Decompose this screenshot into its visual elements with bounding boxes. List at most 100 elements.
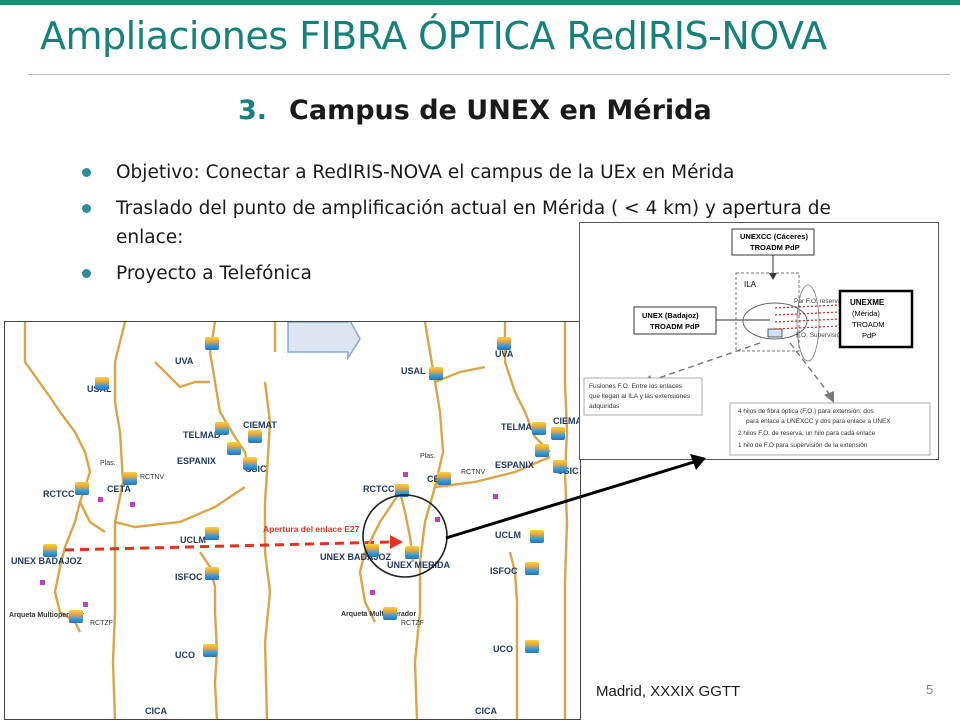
router-icon xyxy=(383,607,397,620)
small-label: Arqueta Multioperador xyxy=(341,611,416,618)
fiber-detail-diagram: UNEXCC (Cáceres) TROADM PdP ILA UNEX (Ba… xyxy=(579,222,939,460)
unexme-pdp: PdP xyxy=(862,331,876,340)
bullet-list: Objetivo: Conectar a RedIRIS-NOVA el cam… xyxy=(80,158,850,295)
node-label: ESPANIX xyxy=(177,456,216,466)
network-map-svg: Apertura del enlace E27 UVA USAL CIEMAT … xyxy=(9,322,581,719)
section-number: 3. xyxy=(238,95,268,126)
router-icon xyxy=(95,377,109,390)
small-label: Plas. xyxy=(100,460,116,467)
node-label: ISFOC xyxy=(490,566,518,576)
footer-text: Madrid, XXXIX GGTT xyxy=(596,683,741,700)
router-icon xyxy=(530,530,544,543)
fusion-note-line: Fusiones F.O. Entre los enlaces xyxy=(589,383,683,390)
node-label: TELMAD xyxy=(183,430,221,440)
node-label: UNEX BADAJOZ xyxy=(320,552,392,562)
router-icon xyxy=(497,337,511,350)
node-label: CETA xyxy=(107,484,131,494)
bullet-text: Objetivo: Conectar a RedIRIS-NOVA el cam… xyxy=(116,162,735,183)
unexcc-sublabel: TROADM PdP xyxy=(750,243,800,252)
small-label: Plas. xyxy=(420,453,436,460)
detail-note-line: 2 hilos F.O. de reserva, un hilo para ca… xyxy=(738,430,876,437)
router-icon xyxy=(535,444,549,457)
left-junction-markers xyxy=(40,497,135,607)
bullet-dot-icon xyxy=(82,269,91,278)
router-icon xyxy=(69,610,83,623)
node-label: UNEX BADAJOZ xyxy=(11,556,83,566)
node-label: RCTCC xyxy=(43,489,75,499)
bullet-dot-icon xyxy=(82,168,91,177)
router-icon xyxy=(553,460,567,473)
node-label: CIEMAT xyxy=(243,420,277,430)
node-label: CICA xyxy=(475,706,497,716)
router-icon xyxy=(395,484,409,497)
reserve-pair-label: Par F.O. reserva xyxy=(794,298,842,305)
router-icon xyxy=(525,562,539,575)
router-icon xyxy=(248,430,262,443)
node-label: UNEX MERIDA xyxy=(387,560,451,570)
node-label: UCO xyxy=(493,644,513,654)
detail-notes-box xyxy=(729,402,931,456)
bullet-item: Proyecto a Telefónica xyxy=(80,259,850,288)
fiber-strands xyxy=(774,304,841,330)
supervision-label: F.O. Supervisión xyxy=(796,332,844,339)
left-fiber-routes xyxy=(23,322,277,719)
section-title: Campus de UNEX en Mérida xyxy=(289,95,712,126)
node-label: CICA xyxy=(145,706,167,716)
link-label: Apertura del enlace E27 xyxy=(263,524,360,534)
router-icon xyxy=(205,337,219,350)
small-label: RCTNV xyxy=(140,474,164,481)
unexme-troadm: TROADM xyxy=(852,320,885,329)
bullet-text: Proyecto a Telefónica xyxy=(116,263,312,284)
node-label: TELMAD xyxy=(501,422,539,432)
router-icon xyxy=(551,427,565,440)
detail-note-line: 4 hilos de fibra óptica (F.O.) para exte… xyxy=(738,408,874,415)
router-icon xyxy=(532,422,546,435)
node-label: CIEMAT xyxy=(553,416,581,426)
router-icon xyxy=(525,640,539,653)
small-label: RCTZF xyxy=(401,620,424,627)
page-number: 5 xyxy=(926,682,934,697)
detail-note-line: 1 hilo de F.O para supervisión de la ext… xyxy=(738,442,868,449)
router-icon xyxy=(227,442,241,455)
node-label: USAL xyxy=(401,366,426,376)
unexme-box xyxy=(838,289,914,349)
detail-note-line: para enlace a UNEXCC y dos para enlace a… xyxy=(746,418,891,425)
router-icon xyxy=(43,544,57,557)
small-label: RCTZF xyxy=(90,620,113,627)
router-icon xyxy=(429,367,443,380)
fusion-note-box xyxy=(583,377,703,416)
dashed-link-e27: Apertura del enlace E27 xyxy=(64,524,403,552)
bullet-dot-icon xyxy=(82,204,91,213)
node-label: UVA xyxy=(495,349,514,359)
bullet-text: Traslado del punto de amplificación actu… xyxy=(116,198,831,248)
router-icon xyxy=(243,457,257,470)
transition-arrow-icon xyxy=(287,322,361,361)
router-icon xyxy=(205,567,219,580)
router-icon xyxy=(123,472,137,485)
fiber-detail-svg: UNEXCC (Cáceres) TROADM PdP ILA UNEX (Ba… xyxy=(583,228,931,456)
router-icon xyxy=(405,546,419,559)
ila-region xyxy=(735,272,800,352)
node-label: UCLM xyxy=(495,530,521,540)
fusion-note-line: que llegan al ILA y las extensiones xyxy=(589,393,691,400)
router-icon xyxy=(75,482,89,495)
unexme-city: (Mérida) xyxy=(852,309,880,318)
router-icon xyxy=(215,422,229,435)
slide-title: Ampliaciones FIBRA ÓPTICA RedIRIS-NOVA xyxy=(40,14,827,58)
node-label: UCLM xyxy=(180,535,206,545)
title-divider xyxy=(28,74,950,75)
router-icon xyxy=(205,527,219,540)
network-map-image: Apertura del enlace E27 UVA USAL CIEMAT … xyxy=(4,321,581,720)
router-icon xyxy=(365,544,379,557)
unex-label: UNEX (Badajoz) xyxy=(642,311,699,320)
right-node-icons xyxy=(365,337,567,653)
splice-box-icon xyxy=(767,328,783,338)
fusion-note-line: adquiridas xyxy=(589,403,620,410)
router-icon xyxy=(437,472,451,485)
node-label: RCTCC xyxy=(363,484,395,494)
small-label: RCTNV xyxy=(461,469,485,476)
left-node-icons xyxy=(43,337,262,657)
small-label: Arqueta Multioperador xyxy=(9,612,84,619)
node-label: UCO xyxy=(175,650,195,660)
node-label: ISFOC xyxy=(175,572,203,582)
